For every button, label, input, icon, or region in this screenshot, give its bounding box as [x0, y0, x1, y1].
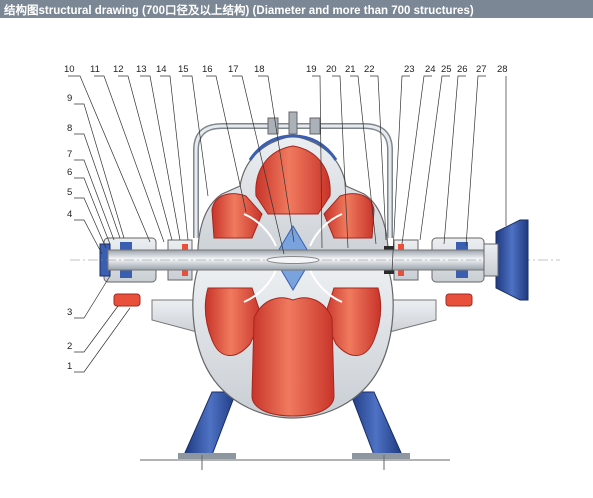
callout-13: 13 — [136, 64, 147, 75]
right-foot-plate — [352, 453, 410, 459]
lower-right-chamber — [323, 287, 382, 356]
right-seal-ring — [398, 244, 404, 252]
callout-28: 28 — [497, 64, 508, 75]
coupling — [495, 219, 529, 301]
callout-12: 12 — [113, 64, 124, 75]
coupling-hub — [483, 243, 499, 277]
pipe-fitting — [309, 117, 321, 135]
right-bearing — [456, 242, 468, 252]
impeller-vane — [243, 269, 277, 303]
callout-11: 11 — [90, 64, 100, 75]
callout-26: 26 — [457, 64, 468, 75]
callout-7: 7 — [67, 149, 72, 160]
callout-21: 21 — [345, 64, 356, 75]
left-foot-plate — [178, 453, 236, 459]
callout-23: 23 — [404, 64, 415, 75]
callout-19: 19 — [306, 64, 317, 75]
callout-18: 18 — [254, 64, 265, 75]
upper-volute-chamber — [255, 145, 331, 215]
pipe-fitting — [288, 111, 298, 135]
callout-5: 5 — [67, 187, 72, 198]
right-bearing — [456, 268, 468, 278]
left-seal-ring — [182, 268, 188, 276]
callout-9: 9 — [67, 93, 72, 104]
callout-25: 25 — [441, 64, 452, 75]
upper-casing-blue-rim — [248, 134, 338, 161]
shaft-key — [266, 256, 320, 264]
right-oil-cup — [445, 293, 473, 307]
callout-8: 8 — [67, 123, 72, 134]
title-text: 结构图structural drawing (700口径及以上结构) (Diam… — [4, 5, 474, 17]
right-support-foot — [349, 391, 403, 456]
pump-cross-section-drawing: 10 11 12 13 14 15 16 17 18 19 20 21 22 2… — [64, 64, 560, 470]
callout-17: 17 — [228, 64, 239, 75]
right-seal-ring — [398, 268, 404, 276]
callout-3: 3 — [67, 307, 72, 318]
left-support-foot — [183, 391, 237, 456]
leader-lines-top — [68, 75, 507, 273]
callout-16: 16 — [202, 64, 213, 75]
leader-lines-left — [74, 103, 131, 373]
callout-15: 15 — [178, 64, 189, 75]
callout-2: 2 — [67, 341, 72, 352]
callout-4: 4 — [67, 209, 72, 220]
title-bar: 结构图structural drawing (700口径及以上结构) (Diam… — [0, 0, 593, 18]
callout-27: 27 — [476, 64, 487, 75]
callout-14: 14 — [156, 64, 167, 75]
pipe-fitting — [267, 117, 279, 135]
left-seal-ring — [182, 244, 188, 252]
callout-20: 20 — [326, 64, 337, 75]
impeller-vane — [309, 269, 343, 303]
callout-6: 6 — [67, 167, 72, 178]
upper-left-impeller-passage — [211, 193, 263, 239]
impeller-vane — [243, 213, 277, 247]
callout-24: 24 — [425, 64, 436, 75]
left-bearing — [120, 242, 132, 252]
left-oil-cup — [113, 293, 141, 307]
callout-10: 10 — [64, 64, 75, 75]
left-bearing — [120, 268, 132, 278]
callout-22: 22 — [364, 64, 375, 75]
impeller-vane — [309, 213, 343, 247]
callout-1: 1 — [67, 361, 72, 372]
suction-inlet-chamber — [251, 297, 335, 417]
lower-left-chamber — [204, 287, 263, 356]
